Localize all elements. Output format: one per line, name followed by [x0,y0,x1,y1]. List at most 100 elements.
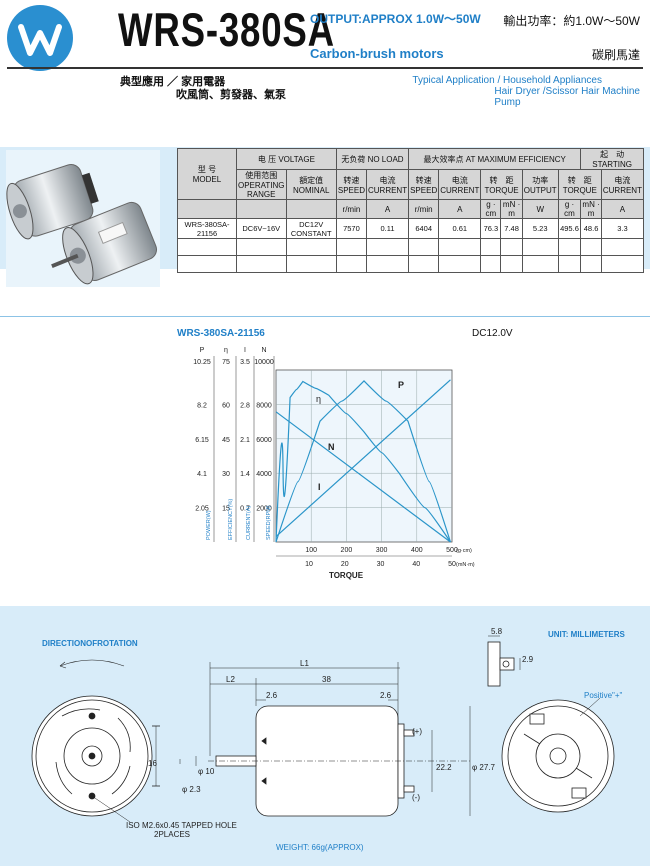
noload-header: 无负荷 NO LOAD [335,148,410,170]
axis-name: SPEED(RPM) [266,505,272,540]
dim-222: 22.2 [436,763,452,772]
torque-en: TORQUE [484,185,519,195]
x-tick-top: 500 [446,547,458,554]
x-axis-title: TORQUE [329,571,364,580]
application-cn: 典型應用 ／ 家用電器 吹風筒、剪發器、氣泵 [120,76,286,102]
model-en-label: MODEL [192,175,222,184]
tapped-hole-count: 2PLACES [154,830,190,839]
y-tick-label: 10000 [254,359,274,366]
x-tick-bottom: 20 [341,561,349,568]
torque-en: TORQUE [562,185,597,195]
x-tick-top: 400 [411,547,423,554]
axis-name: POWER(W) [206,510,212,540]
unit-cell: A [365,199,410,219]
x-tick-bottom: 30 [377,561,385,568]
speed-cn: 转速 [415,175,432,185]
axis-head: I [244,347,246,354]
curve-efficiency [275,380,451,543]
dim-l1: L1 [300,659,309,668]
y-tick-label: 45 [222,437,230,444]
direction-label: DIRECTIONOFROTATION [42,639,138,648]
output-en: OUTPUT [523,185,557,195]
y-tick-label: 3.5 [240,359,250,366]
unit-cell: r/min [335,199,367,219]
tapped-hole-icon [88,712,96,720]
unit-cell [236,199,287,219]
empty-cell [500,255,523,273]
speed-en: SPEED [410,185,438,195]
front-view [31,659,160,823]
y-tick-label: 2.8 [240,402,250,409]
application-cn-line1: 典型應用 ／ 家用電器 [120,76,226,88]
x-tick-bottom: 40 [412,561,420,568]
empty-cell [557,238,582,256]
row-st-torque-g: 495.6 [557,218,582,239]
empty-cell [521,238,559,256]
dim-26-a: 2.6 [266,691,278,700]
torque-cn: 转 距 [489,175,514,185]
y-tick-label: 2.1 [240,437,250,444]
y-tick-label: 8000 [256,402,272,409]
dim-58: 5.8 [491,627,503,636]
unit-cell: A [438,199,482,219]
range-en2: RANGE [247,190,276,199]
row-me-current: 0.61 [438,218,482,239]
current-cn: 电流 [451,175,468,185]
unit-cell: g · cm [557,199,582,219]
y-tick-label: 6.15 [195,437,209,444]
current-cn: 电流 [379,175,396,185]
empty-cell [408,238,440,256]
dim-38: 38 [322,675,331,684]
axis-name: EFFICIENCY(%) [228,499,234,540]
row-me-output: 5.23 [521,218,559,239]
unit-cell: r/min [408,199,440,219]
terminal-minus: (-) [412,793,420,802]
output-cn: 功率 [532,175,549,185]
x-unit-bottom: (mN·m) [456,562,475,568]
empty-cell [521,255,559,273]
unit-cell: W [521,199,559,219]
col-model-header: 型 号 MODEL [177,148,237,200]
nominal-en: NOMINAL [292,185,330,195]
y-tick-label: 0.7 [240,506,250,513]
current-en: CURRENT [367,185,408,195]
side-view [179,662,471,817]
brand-logo [7,5,73,71]
output-range: OUTPUT:APPROX 1.0W～50W [310,12,481,26]
nominal-cn: 額定值 [299,175,324,185]
curve-label-n: N [328,442,335,452]
dim-phi10: φ 10 [198,767,215,776]
row-me-speed: 6404 [408,218,440,239]
x-tick-top: 200 [341,547,353,554]
y-tick-label: 4000 [256,471,272,478]
model-title: WRS-380SA [118,3,335,56]
row-st-current: 3.3 [600,218,645,239]
x-tick-top: 100 [305,547,317,554]
row-nl-speed: 7570 [335,218,367,239]
unit-cell: mN · m [500,199,523,219]
application-en-line3: Pump [494,97,521,108]
x-tick-bottom: 50 [448,561,456,568]
current-cn: 电流 [614,175,631,185]
empty-cell [438,255,482,273]
dim-16: 16 [148,759,157,768]
empty-cell [236,238,287,256]
plot-area [275,369,453,543]
chart-title: WRS-380SA-21156 [177,328,265,339]
axis-head: P [200,347,205,354]
unit-cell [285,199,337,219]
empty-cell [365,255,410,273]
empty-cell [580,255,602,273]
empty-cell [408,255,440,273]
torque-cn: 转 距 [567,175,592,185]
y-tick-label: 6000 [256,437,272,444]
voltage-header: 电 压 VOLTAGE [236,148,337,170]
chart-voltage: DC12.0V [472,328,513,339]
y-tick-label: 8.2 [197,402,207,409]
axis-name: CURRENT(A) [246,506,252,540]
y-tick-label: 15 [222,506,230,513]
